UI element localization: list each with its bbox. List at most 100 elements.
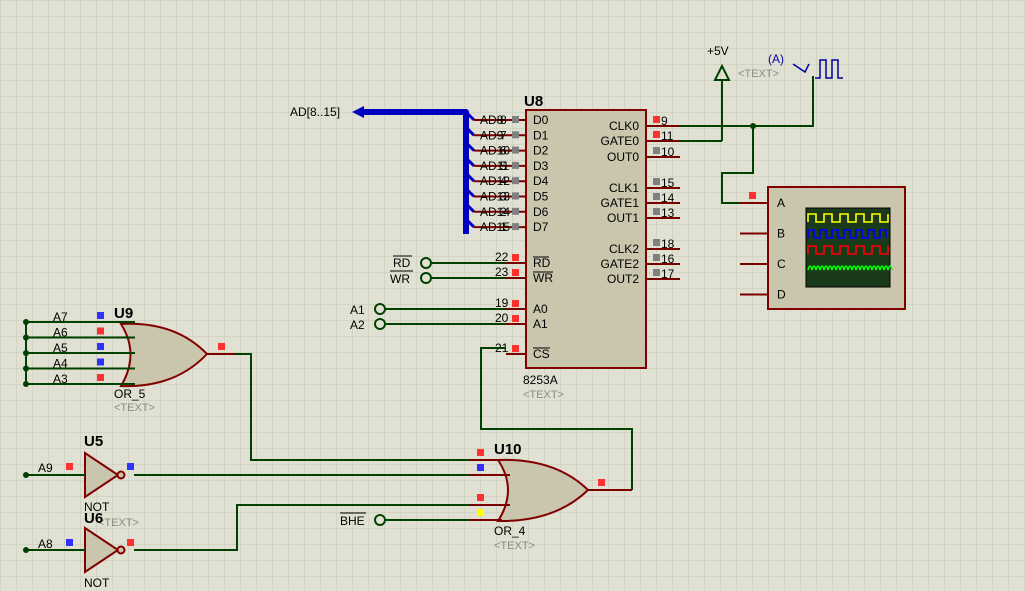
u8-control-wires[interactable] <box>374 257 506 330</box>
u8-data-pin-number: 2 <box>500 205 507 219</box>
u6-input-pin-marker <box>66 539 73 546</box>
u8-right-pin-name: CLK0 <box>609 119 639 133</box>
u5-not-gate[interactable] <box>23 451 134 499</box>
u8-right-pin-marker <box>653 131 660 138</box>
scope-trace <box>807 213 889 223</box>
u8-right-pin-marker <box>653 147 660 154</box>
u6-not-gate[interactable] <box>23 526 134 574</box>
clock-generator-icon <box>792 63 810 74</box>
u9-output-pin-marker <box>218 343 225 350</box>
u9-part: OR_5 <box>114 387 146 401</box>
u10-ref: U10 <box>494 441 522 458</box>
bus-tap <box>464 156 476 167</box>
scope-trace <box>807 265 893 271</box>
u8-data-pin-name: D5 <box>533 190 549 204</box>
u8-control-pin-name: CS <box>533 347 550 361</box>
u5-input-pin-marker <box>66 463 73 470</box>
a1-terminal[interactable] <box>374 303 386 315</box>
u6-input-label: A8 <box>38 537 53 551</box>
u8-right-pin-name: OUT2 <box>607 272 639 286</box>
u6-ref: U6 <box>84 510 103 527</box>
bus-tap <box>464 187 476 198</box>
interconnect-wires[interactable] <box>134 347 633 551</box>
u8-control-pin-marker <box>512 300 519 307</box>
u10-text-placeholder: <TEXT> <box>494 540 535 552</box>
u8-right-pin-name: CLK1 <box>609 181 639 195</box>
u8-data-pin-name: D2 <box>533 144 549 158</box>
u9-ref: U9 <box>114 305 133 322</box>
scope-channel-label: B <box>777 227 785 241</box>
u8-data-pin-marker <box>512 177 519 185</box>
u10-or4-gate[interactable] <box>470 449 632 523</box>
u8-right-pin-name: CLK2 <box>609 242 639 256</box>
u8-control-pin-number: 20 <box>495 311 509 325</box>
bus-net-label: AD14 <box>480 205 510 219</box>
u10-output-pin-marker <box>598 479 605 486</box>
u8-right-pins: 9CLK011GATE010OUT015CLK114GATE113OUT118C… <box>601 114 680 286</box>
clock-generator[interactable] <box>680 59 843 204</box>
u5-ref: U5 <box>84 433 103 450</box>
u8-data-pin-name: D4 <box>533 174 549 188</box>
u8-control-pin-name: A0 <box>533 302 548 316</box>
u8-right-pin-number: 9 <box>661 114 668 128</box>
power-text-placeholder: <TEXT> <box>738 68 779 80</box>
a2-terminal[interactable] <box>374 318 386 330</box>
u8-body[interactable] <box>525 109 647 369</box>
u8-data-pin-marker <box>512 207 519 215</box>
bus-tap <box>464 202 476 213</box>
u8-part: 8253A <box>523 373 558 387</box>
u6-output-pin-marker <box>127 539 134 546</box>
u8-data-pin-marker <box>512 161 519 169</box>
u8-control-pin-marker <box>512 345 519 352</box>
u8-right-pin-marker <box>653 254 660 261</box>
bus-net-label: AD9 <box>480 128 504 142</box>
u8-right-pin-number: 16 <box>661 252 675 266</box>
u5-text-placeholder: <TEXT> <box>98 517 139 529</box>
power-terminal[interactable] <box>680 63 731 142</box>
bus-net-label: AD8 <box>480 113 504 127</box>
scope-channel-label: A <box>777 196 785 210</box>
bus-tap <box>464 110 476 122</box>
bus-arrow-icon <box>352 106 364 118</box>
u8-data-pin-name: D7 <box>533 220 549 234</box>
u5-part: NOT <box>84 500 110 514</box>
u8-ref: U8 <box>524 93 543 110</box>
u8-data-pin-marker <box>512 146 519 154</box>
scope-traces <box>807 213 893 271</box>
bus-tap <box>464 172 476 183</box>
bus-net-label: AD13 <box>480 190 510 204</box>
scope-channel-label: D <box>777 288 786 302</box>
u8-data-pin-number: 3 <box>500 190 507 204</box>
u5-inverter-bubble <box>116 470 126 480</box>
u6-part: NOT <box>84 576 110 590</box>
square-wave-icon <box>815 59 843 79</box>
u8-control-pin-number: 23 <box>495 265 509 279</box>
u9-body[interactable] <box>119 322 209 388</box>
wr-terminal[interactable] <box>420 272 432 284</box>
bus-tap <box>464 126 476 137</box>
a2-terminal-label: A2 <box>350 318 365 332</box>
bhe-terminal[interactable] <box>374 514 386 526</box>
u10-part: OR_4 <box>494 524 526 538</box>
u8-right-pin-number: 18 <box>661 237 675 251</box>
data-bus[interactable] <box>352 106 476 234</box>
u6-input-junction <box>23 547 29 553</box>
u10-body[interactable] <box>496 458 590 523</box>
u8-control-pin-number: 22 <box>495 250 509 264</box>
rd-terminal[interactable] <box>420 257 432 269</box>
u8-right-pin-number: 15 <box>661 176 675 190</box>
u8-right-pin-name: GATE0 <box>601 134 640 148</box>
u8-text-placeholder: <TEXT> <box>523 389 564 401</box>
bus-tap <box>464 218 476 229</box>
u8-data-pin-marker <box>512 131 519 139</box>
u5-input-junction <box>23 472 29 478</box>
u8-right-pin-number: 10 <box>661 145 675 159</box>
u8-data-pin-name: D6 <box>533 205 549 219</box>
u8-right-pin-number: 13 <box>661 206 675 220</box>
